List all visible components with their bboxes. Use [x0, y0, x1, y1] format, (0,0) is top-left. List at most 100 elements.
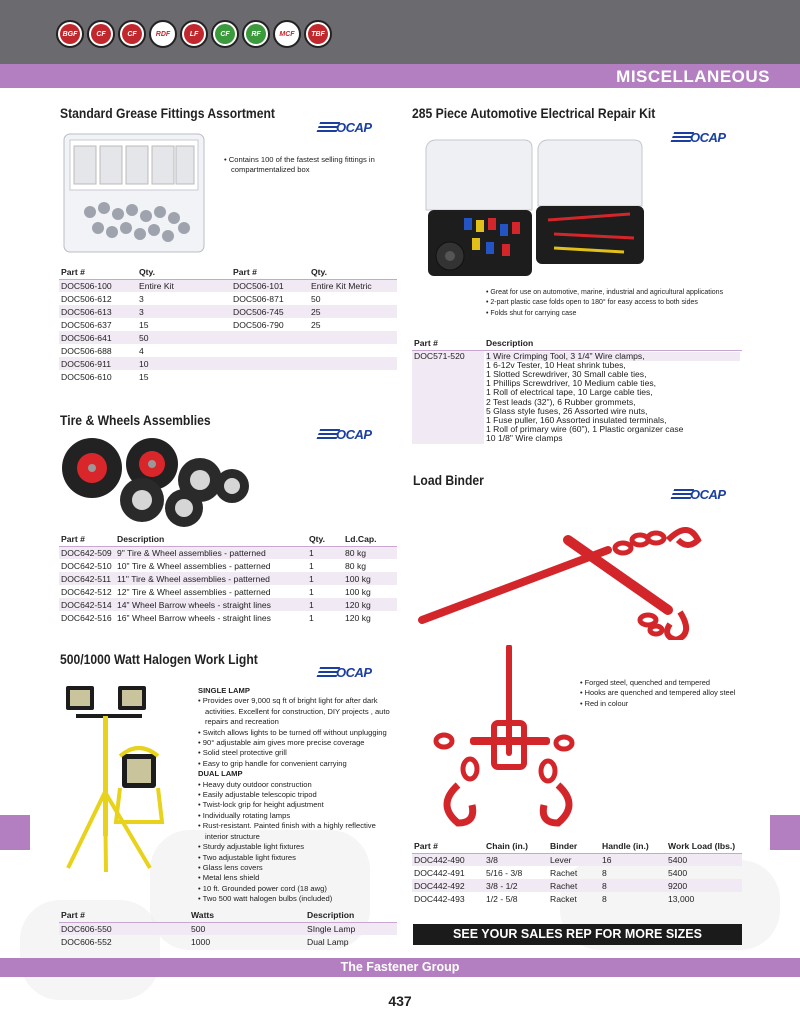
table-cell: 100 kg: [343, 572, 397, 585]
electrical-kit-photo: [425, 139, 644, 276]
bullet-item: • Individually rotating lamps: [198, 810, 291, 820]
tire-title: Tire & Wheels Assemblies: [60, 413, 211, 428]
bullet-item: • Solid steel protective grill: [198, 748, 287, 758]
footer-bar: The Fastener Group: [0, 958, 800, 977]
bullet-item: • Rust-resistant. Painted finish with a …: [198, 821, 376, 841]
column-header: Part #: [231, 266, 309, 280]
description-line: 1 Fuse puller, 160 Assorted insulated te…: [486, 414, 667, 425]
brand-logo: RDF: [149, 20, 177, 48]
table-cell: 3: [137, 305, 231, 318]
table-cell: DOC506-612: [61, 293, 112, 304]
table-cell: DOC442-493: [414, 893, 465, 904]
halogen-light-photo: [66, 686, 165, 873]
description-line: 5 Glass style fuses, 26 Assorted wire nu…: [486, 405, 648, 416]
binder-bullets: • Forged steel, quenched and tempered• H…: [580, 678, 770, 709]
bullet-item: • Contains 100 of the fastest selling fi…: [224, 155, 375, 175]
table-cell: 25: [311, 319, 321, 330]
column-header: Binder: [548, 840, 600, 854]
bullet-item: • 2-part plastic case folds open to 180°…: [486, 299, 698, 307]
table-cell: [231, 331, 309, 344]
table-cell: [309, 370, 397, 383]
binder-title: Load Binder: [413, 473, 484, 488]
table-cell: 15: [139, 319, 149, 330]
single-lamp-label: SINGLE LAMP: [198, 686, 250, 695]
table-cell: DOC642-516: [61, 612, 112, 623]
table-cell: DOC506-101: [231, 279, 309, 292]
column-header: Description: [305, 909, 397, 923]
table-cell: 8: [602, 867, 607, 878]
column-header: Watts: [189, 909, 305, 923]
table-cell: DOC506-610: [61, 371, 112, 382]
description-line: 1 6-12v Tester, 10 Heat shrink tubes,: [486, 359, 626, 370]
brand-logo: RF: [242, 20, 270, 48]
load-binder-photo-2: [433, 645, 575, 827]
tire-wheels-photo: [62, 438, 249, 527]
table-cell: 100 kg: [345, 586, 371, 597]
ocap-logo: OCAP: [669, 487, 726, 502]
column-header: Work Load (lbs.): [666, 840, 742, 854]
column-header: Ld.Cap.: [343, 533, 397, 547]
column-header: Part #: [59, 533, 115, 547]
column-header: Handle (in.): [600, 840, 666, 854]
table-cell: 8: [600, 879, 666, 892]
table-cell: Rachet: [550, 867, 578, 878]
description-line: 1 Roll of electrical tape, 10 Large cabl…: [486, 387, 653, 398]
ocap-logo: OCAP: [315, 427, 372, 442]
electrical-bullets: • Great for use on automotive, marine, i…: [486, 288, 756, 319]
table-cell: 120 kg: [343, 598, 397, 611]
halogen-bullets: SINGLE LAMP • Provides over 9,000 sq ft …: [198, 686, 390, 905]
table-row: DOC642-516 16" Wheel Barrow wheels - stra…: [59, 611, 397, 624]
description-line: 1 Wire Crimping Tool, 3 1/4" Wire clamps…: [486, 351, 740, 361]
table-cell: [231, 357, 309, 370]
bullet-item: • Heavy duty outdoor construction: [198, 779, 312, 789]
table-cell: 80 kg: [345, 560, 367, 571]
bullet-item: • Forged steel, quenched and tempered: [580, 678, 710, 687]
column-header: Qty.: [307, 533, 343, 547]
brand-logo: MCF: [273, 20, 301, 48]
table-cell: 11" Tire & Wheel assemblies - patterned: [115, 572, 307, 585]
column-header: Part #: [412, 337, 484, 351]
table-cell: DOC642-511: [59, 572, 115, 585]
bullet-item: • Sturdy adjustable light fixtures: [198, 842, 305, 852]
grease-bullets: • Contains 100 of the fastest selling fi…: [224, 155, 394, 176]
table-cell: 16" Wheel Barrow wheels - straight lines: [117, 612, 271, 623]
column-header: Description: [115, 533, 307, 547]
column-header: Part #: [59, 909, 189, 923]
table-cell: 5400: [666, 853, 742, 866]
bullet-item: • Twist-lock grip for height adjustment: [198, 800, 324, 810]
side-tab-left: [0, 815, 30, 850]
table-cell: 8: [602, 893, 607, 904]
halogen-title: 500/1000 Watt Halogen Work Light: [60, 652, 258, 667]
table-cell: Racket: [550, 893, 577, 904]
ocap-logo: OCAP: [315, 120, 372, 135]
table-cell: 5/16 - 3/8: [486, 867, 523, 878]
table-cell: 1: [309, 560, 314, 571]
table-cell: SIngle Lamp: [305, 922, 397, 935]
column-header: Description: [484, 337, 742, 351]
ocap-logo: OCAP: [315, 665, 372, 680]
brand-logo-label: CF: [215, 24, 235, 44]
table-cell: Entire Kit Metric: [309, 279, 397, 292]
description-line: 1 Roll of primary wire (60"), 1 Plastic …: [486, 424, 684, 435]
column-header: Qty.: [137, 266, 231, 280]
table-cell: 1000: [191, 936, 211, 947]
bullet-item: • Great for use on automotive, marine, i…: [486, 289, 724, 296]
brand-logo-label: TBF: [308, 24, 328, 44]
table-cell: 16: [600, 853, 666, 866]
table-cell: DOC642-512: [61, 586, 112, 597]
bullet-item: • 10 ft. Grounded power cord (18 awg): [198, 883, 327, 893]
table-cell: DOC606-550: [59, 922, 189, 935]
bullet-item: • Easy to grip handle for convenient car…: [198, 758, 347, 768]
